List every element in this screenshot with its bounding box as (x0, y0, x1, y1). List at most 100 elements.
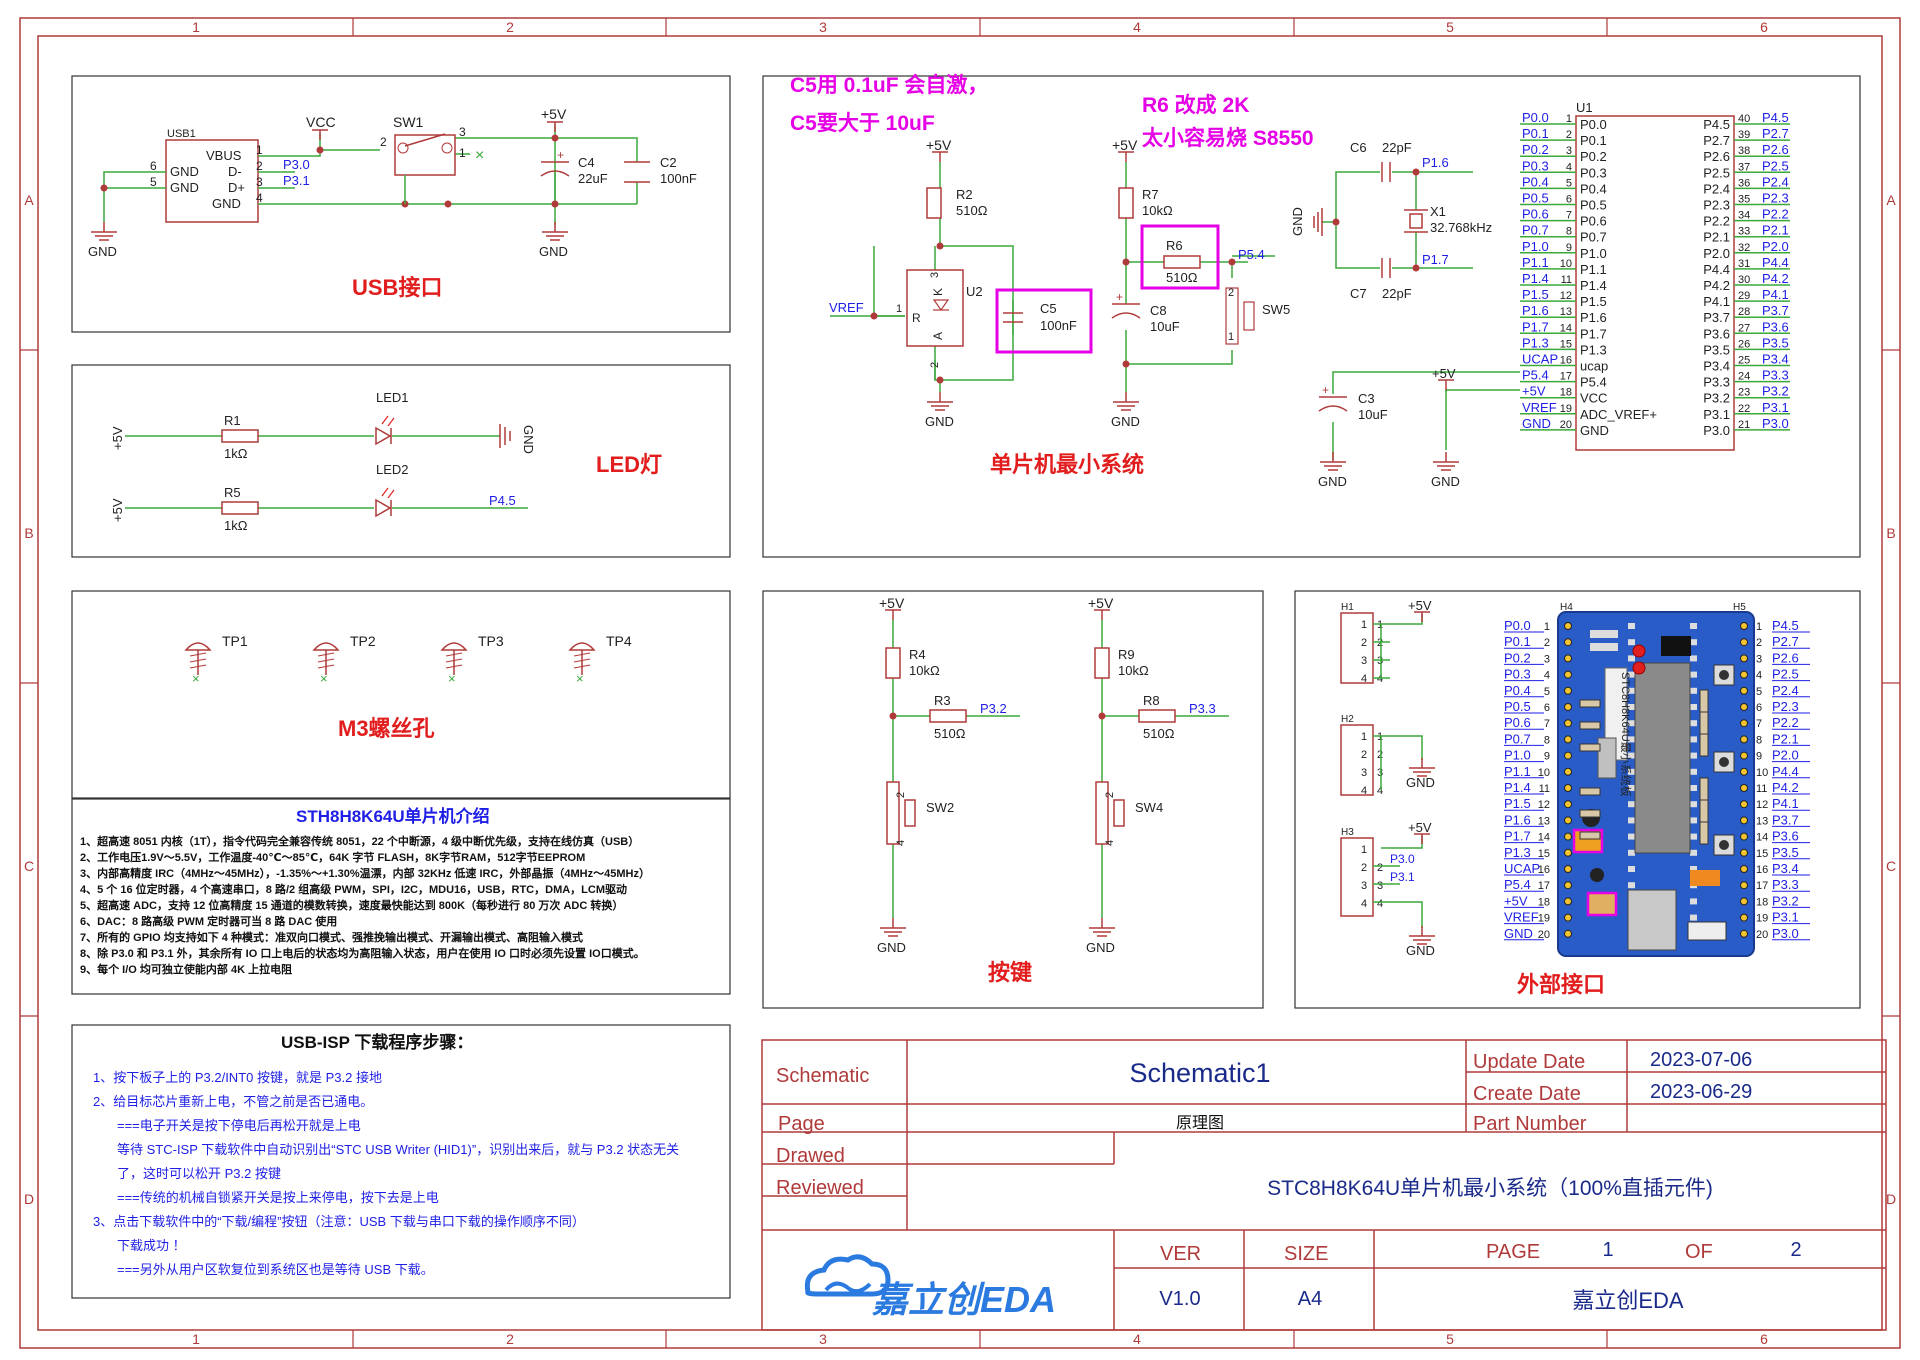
ext-gnd-2: GND (1406, 943, 1435, 958)
u1-left-net: P0.6 (1522, 207, 1549, 222)
u1-left-pin-num: 12 (1560, 290, 1572, 302)
col-4-bot: 4 (1133, 1331, 1141, 1347)
tb-update-label: Update Date (1473, 1051, 1585, 1073)
frame-labels: 1 2 3 4 5 6 1 2 3 4 5 6 A B C D A B C D (24, 19, 1896, 1347)
u1-right-pin-name: P3.6 (1703, 326, 1730, 341)
u1-right-pin-num: 28 (1738, 306, 1750, 318)
u1-left-net: P5.4 (1522, 368, 1549, 383)
board-left-pin-num: 4 (1544, 670, 1550, 682)
c4-value: 22uF (578, 171, 608, 186)
mcu-gnd-1: GND (925, 414, 954, 429)
intro-line-8: 8、除 P3.0 和 P3.1 外，其余所有 IO 口上电后的状态均为高阻输入状… (80, 946, 645, 960)
svg-text:+: + (1116, 290, 1123, 304)
board-left-net: P0.1 (1504, 634, 1531, 649)
u1-left-net: P0.1 (1522, 126, 1549, 141)
u1-right-pin-num: 37 (1738, 161, 1750, 173)
usb-vcc-label: VCC (306, 114, 336, 130)
svg-text:+: + (1322, 383, 1329, 397)
u2-pin-a: A (931, 332, 945, 340)
c8-value: 10uF (1150, 319, 1180, 334)
u1-left-pin-name: P0.6 (1580, 214, 1607, 229)
usb-pin-2: 2 (256, 159, 263, 173)
u1-right-pin-num: 33 (1738, 226, 1750, 238)
board-left-net: P0.2 (1504, 650, 1531, 665)
board-left-pin-num: 20 (1538, 929, 1550, 941)
board-right-pin-num: 15 (1756, 848, 1768, 860)
keys-gnd-1: GND (877, 940, 906, 955)
board-left-net: P0.6 (1504, 715, 1531, 730)
u1-left-net: P0.4 (1522, 174, 1549, 189)
row-b-right: B (1886, 525, 1895, 541)
col-1-top: 1 (192, 19, 200, 35)
u1-left-net: P1.5 (1522, 287, 1549, 302)
usb-pin-label-dm: D- (228, 164, 242, 179)
r8-ref: R8 (1143, 693, 1160, 708)
u1-left-pin-num: 14 (1560, 322, 1572, 334)
sw4-pin4: 4 (1104, 840, 1116, 846)
r3-ref: R3 (934, 693, 951, 708)
u1-left-pin-name: P1.1 (1580, 262, 1607, 277)
board-right-net: P4.1 (1772, 796, 1799, 811)
u1-right-net: P3.6 (1762, 319, 1789, 334)
u1-right-pin-num: 39 (1738, 129, 1750, 141)
isp-line-2: 2、给目标芯片重新上电，不管之前是否已通电。 (93, 1094, 373, 1109)
u1-right-net: P3.7 (1762, 303, 1789, 318)
u2-pin2: 2 (929, 362, 941, 368)
u1-left-pin-num: 9 (1566, 242, 1572, 254)
svg-text:1: 1 (1361, 844, 1367, 856)
ext-gnd-1: GND (1406, 775, 1435, 790)
usb-pin-4: 4 (256, 191, 263, 205)
row-a-right: A (1886, 192, 1896, 208)
u1-right-pin-num: 22 (1738, 403, 1750, 415)
u1-right-pin-num: 40 (1738, 113, 1750, 125)
board-left-net: P0.4 (1504, 683, 1531, 698)
u1-right-pin-name: P2.1 (1703, 230, 1730, 245)
u1-right-net: P2.7 (1762, 126, 1789, 141)
board-chip-label: STC8H8K64U最小系统板 (1619, 672, 1633, 797)
board-right-pin-num: 20 (1756, 929, 1768, 941)
board-left-pin-num: 1 (1544, 621, 1550, 633)
ext-h3-net-p30: P3.0 (1390, 852, 1415, 866)
u1-right-pin-num: 23 (1738, 387, 1750, 399)
r6-value: 510Ω (1166, 270, 1198, 285)
mcu-note1-l1: C5用 0.1uF 会自激， (790, 73, 988, 97)
c6-value: 22pF (1382, 140, 1412, 155)
board-left-pin-num: 7 (1544, 718, 1550, 730)
col-5-bot: 5 (1446, 1331, 1454, 1347)
svg-text:2: 2 (1377, 749, 1383, 761)
c5-value: 100nF (1040, 318, 1077, 333)
u1-left-pin-name: P0.0 (1580, 117, 1607, 132)
mcu-note2-l1: R6 改成 2K (1142, 93, 1249, 117)
u1-right-pin-num: 32 (1738, 242, 1750, 254)
board-left-pin-num: 12 (1538, 799, 1550, 811)
r9-value: 10kΩ (1118, 663, 1149, 678)
svg-text:2: 2 (1377, 862, 1383, 874)
mcu-note1-l2: C5要大于 10uF (790, 112, 935, 135)
isp-line-3: ===电子开关是按下停电后再松开就是上电 (117, 1118, 361, 1133)
u1-left-net: P1.0 (1522, 239, 1549, 254)
tp4-label: TP4 (606, 633, 632, 649)
u1-right-net: P4.1 (1762, 287, 1789, 302)
board-left-pin-num: 19 (1538, 913, 1550, 925)
c2-ref: C2 (660, 155, 677, 170)
tb-page-num: 1 (1602, 1239, 1613, 1261)
board-left-net: P1.7 (1504, 829, 1531, 844)
board-right-net: P3.1 (1772, 910, 1799, 925)
usb-pin-label-gnd-l2: GND (170, 180, 199, 195)
intro-line-2: 2、工作电压1.9V～5.5V，工作温度-40℃～85℃，64K 字节 FLAS… (80, 850, 585, 864)
keys-section-title: 按键 (988, 960, 1032, 985)
u1-right-net: P2.6 (1762, 142, 1789, 157)
c6-ref: C6 (1350, 140, 1367, 155)
u1-left-pin-name: P1.7 (1580, 326, 1607, 341)
keys-5v-2: +5V (1088, 595, 1114, 611)
u2-pin-k: K (931, 288, 945, 296)
usb-pin-label-vbus: VBUS (206, 148, 242, 163)
sw1-pin3: 3 (459, 125, 466, 139)
r2-value: 510Ω (956, 203, 988, 218)
board-left-pin-num: 10 (1538, 767, 1550, 779)
svg-text:×: × (192, 671, 200, 686)
u1-right-pin-name: P3.7 (1703, 310, 1730, 325)
r9-ref: R9 (1118, 647, 1135, 662)
intro-section: STH8H8K64U单片机介绍 1、超高速 8051 内核（1T），指令代码完全… (80, 806, 650, 976)
